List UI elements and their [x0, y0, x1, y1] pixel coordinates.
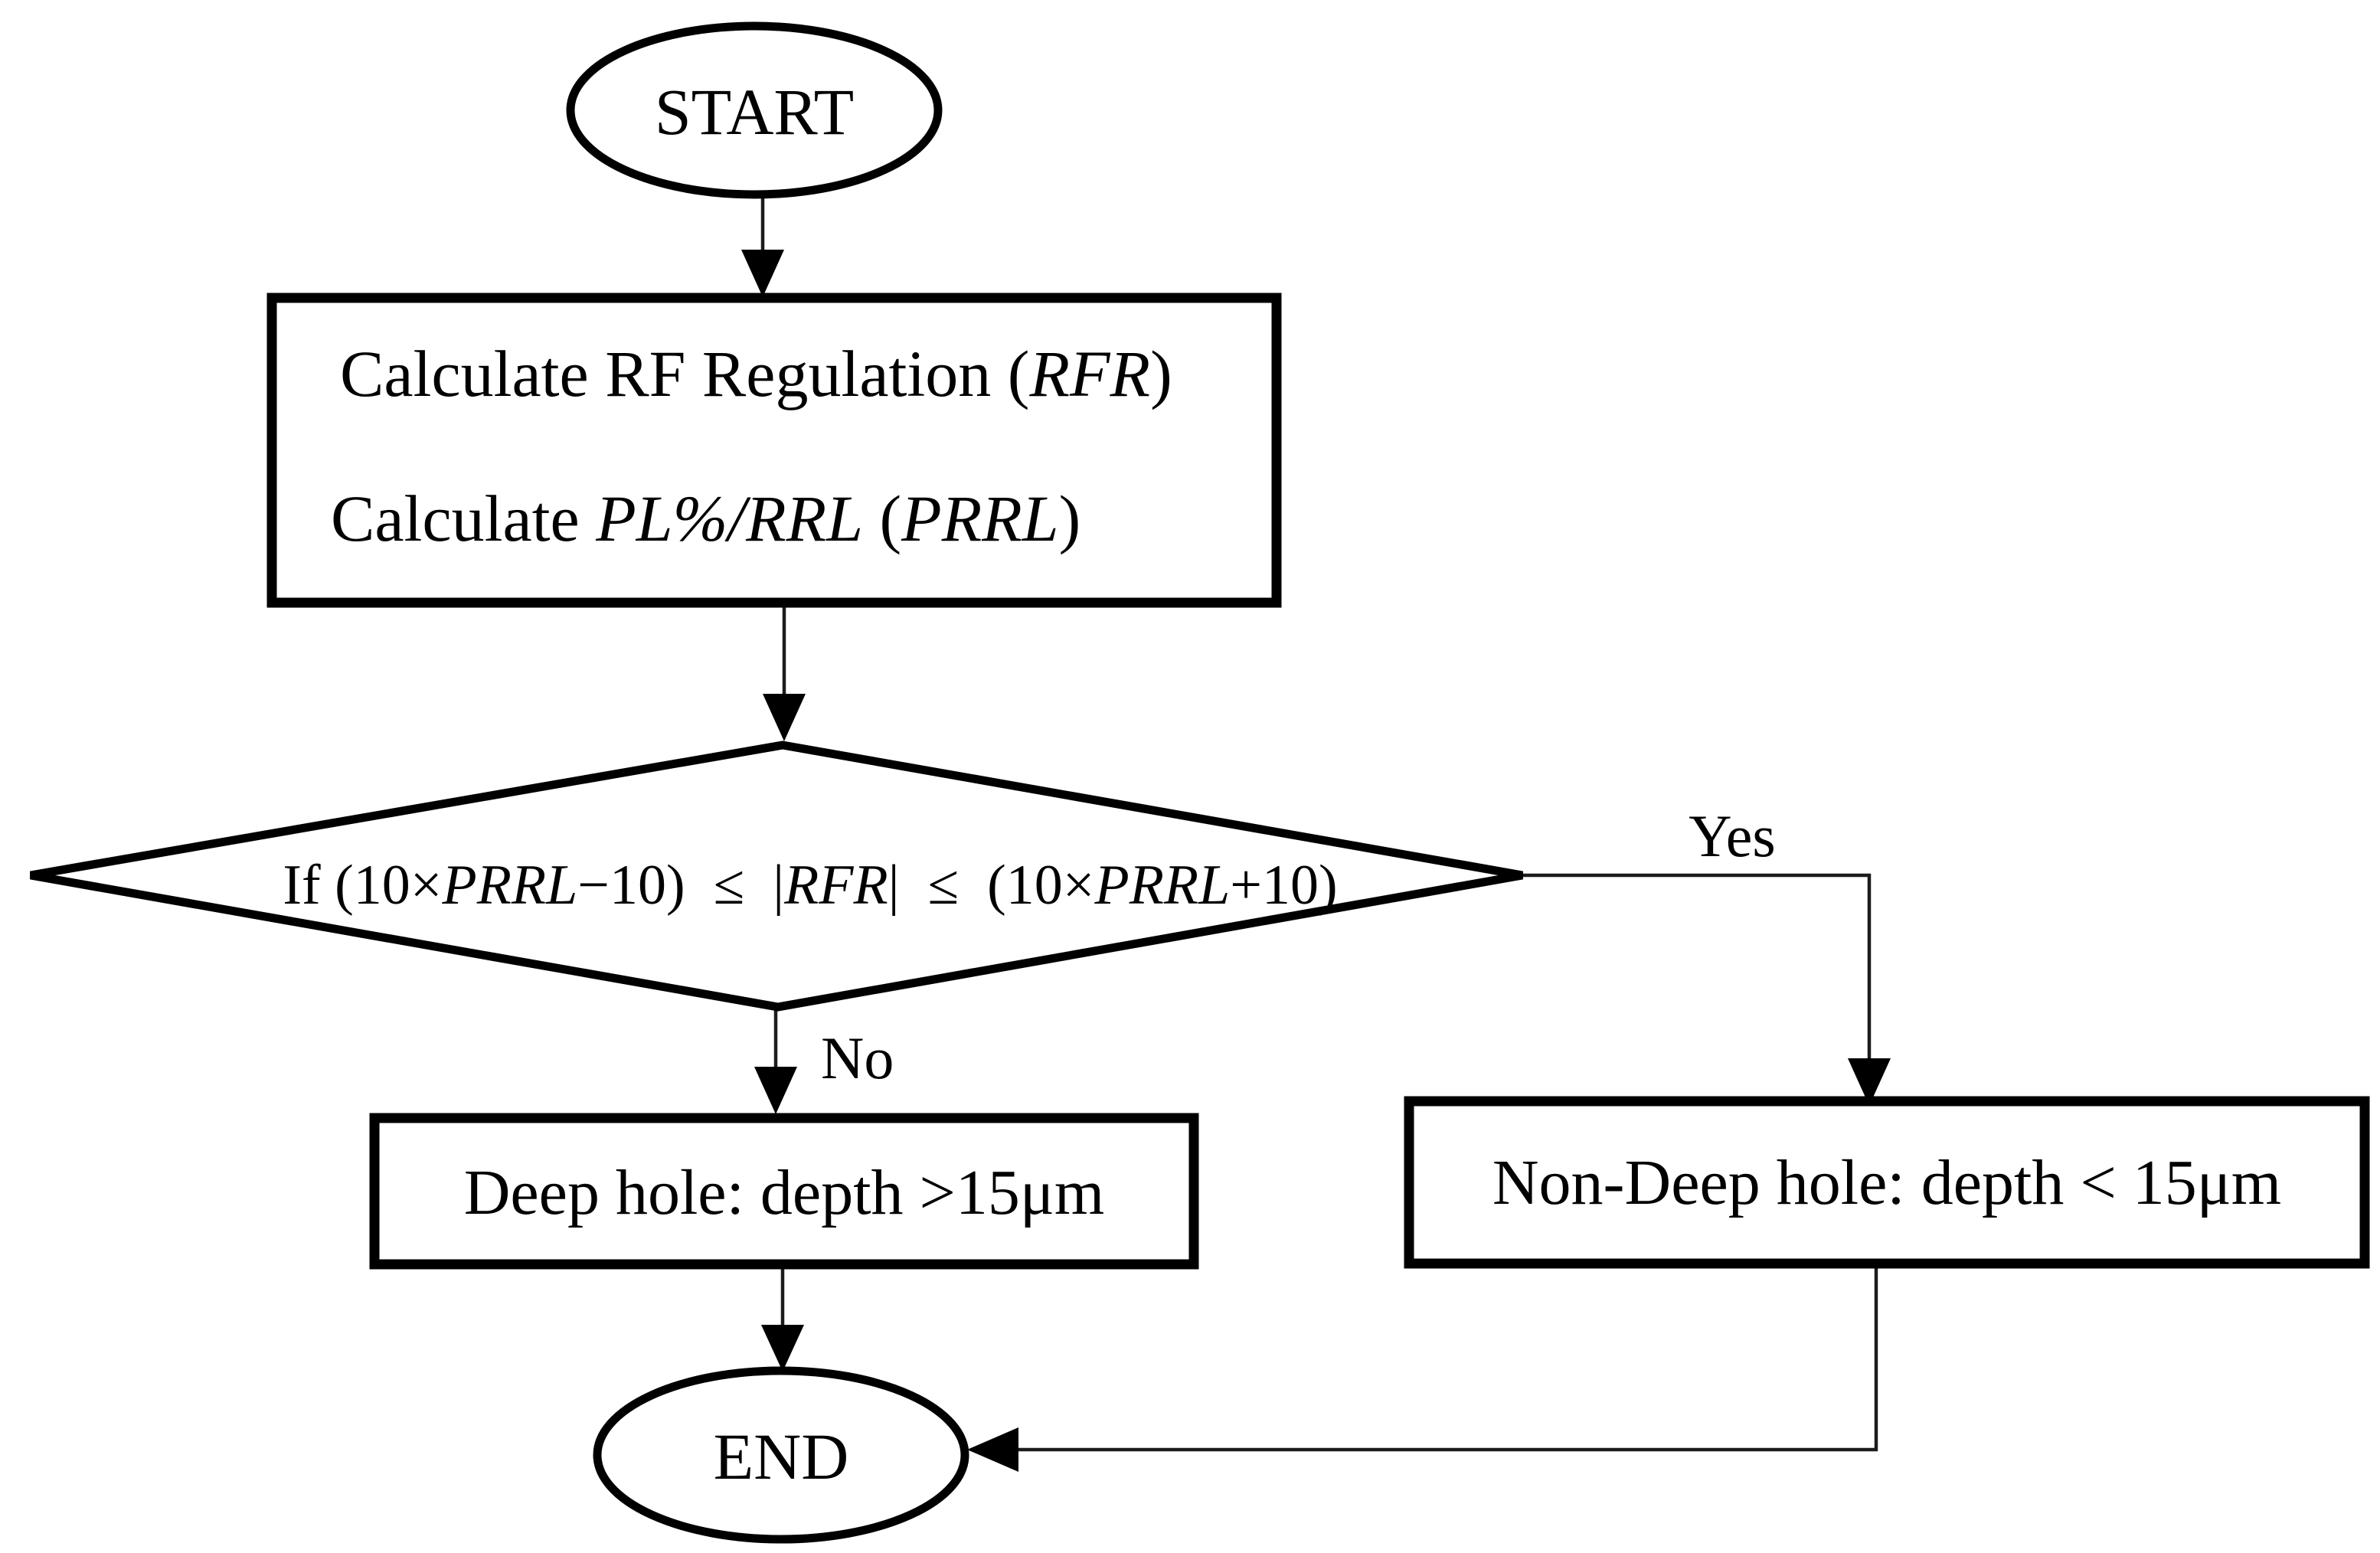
edge-process-to-decision	[763, 603, 806, 741]
start-node: START	[566, 21, 943, 199]
arrowhead-down-icon	[761, 1325, 804, 1372]
edge-label-yes: Yes	[1689, 803, 1776, 869]
edge-label-no: No	[821, 1025, 894, 1091]
edge-line	[1017, 1265, 1878, 1452]
end-label: END	[714, 1420, 849, 1493]
process-line2: Calculate PL%/RRL (PRRL)	[331, 482, 1080, 555]
arrowhead-down-icon	[763, 694, 806, 741]
decision-label: If (10×PRRL−10) ≤ |RFR| ≤ (10×PRRL+10)	[283, 854, 1337, 917]
edge-nondeep-to-end	[967, 1265, 1878, 1472]
process-line1: Calculate RF Regulation (RFR)	[340, 337, 1172, 410]
start-ellipse	[566, 21, 943, 199]
process-rect	[266, 293, 1282, 608]
non-deep-hole-node: Non-Deep hole: depth < 15μm	[1404, 1096, 2370, 1269]
end-node: END	[593, 1366, 969, 1544]
deep-hole-node: Deep hole: depth >15μm	[369, 1113, 1199, 1270]
edge-deep-to-end	[761, 1266, 804, 1372]
edge-decision-no: No	[754, 1008, 894, 1114]
arrowhead-left-icon	[967, 1427, 1018, 1472]
end-ellipse	[593, 1366, 969, 1544]
non-deep-hole-label: Non-Deep hole: depth < 15μm	[1492, 1147, 2281, 1218]
deep-hole-label: Deep hole: depth >15μm	[464, 1157, 1105, 1228]
arrowhead-down-icon	[741, 250, 784, 297]
non-deep-hole-rect	[1404, 1096, 2370, 1269]
deep-hole-rect	[369, 1113, 1199, 1270]
edge-decision-yes: Yes	[1522, 803, 1891, 1106]
process-node: Calculate RF Regulation (RFR) Calculate …	[266, 293, 1282, 608]
edge-line	[1522, 873, 1872, 1061]
arrowhead-down-icon	[1848, 1058, 1891, 1106]
start-label: START	[655, 75, 854, 149]
arrowhead-down-icon	[754, 1067, 797, 1114]
decision-diamond	[30, 741, 1523, 1012]
decision-node: If (10×PRRL−10) ≤ |RFR| ≤ (10×PRRL+10)	[30, 741, 1523, 1012]
edge-start-to-process	[741, 196, 784, 297]
